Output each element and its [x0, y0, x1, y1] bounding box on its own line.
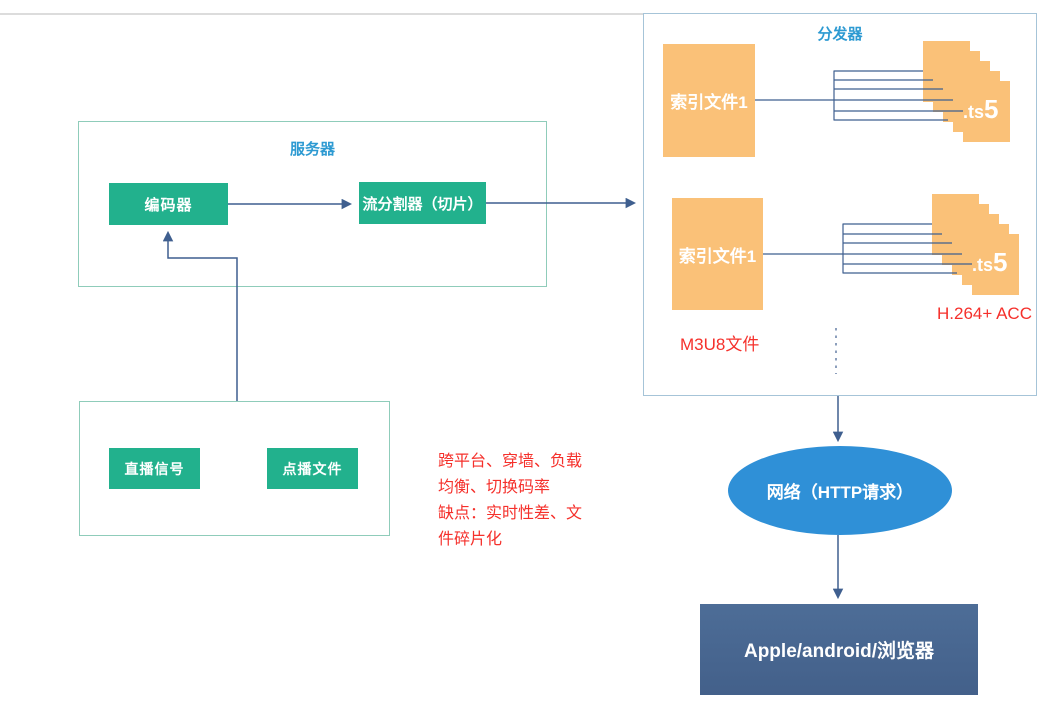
vod-file-node: 点播文件 — [267, 448, 358, 489]
top-divider-line — [0, 13, 643, 15]
note-line: 跨平台、穿墙、负载 — [438, 453, 583, 470]
ts-prefix: .ts — [963, 102, 985, 122]
ts-segment-card — [972, 234, 1019, 295]
stream-splitter-node: 流分割器（切片） — [359, 182, 486, 224]
encoder-node: 编码器 — [109, 183, 228, 225]
client-box: Apple/android/浏览器 — [700, 604, 978, 695]
server-group-title: 服务器 — [289, 141, 335, 158]
note-line: 均衡、切换码率 — [438, 479, 551, 496]
distributor-group-title: 分发器 — [817, 26, 863, 43]
ts-count: 5 — [984, 94, 999, 124]
ts-file-label-row2: .ts5 — [972, 247, 1007, 278]
ts-file-label-row1: .ts5 — [963, 94, 998, 125]
ts-prefix: .ts — [972, 255, 994, 275]
network-ellipse: 网络（HTTP请求） — [728, 446, 952, 535]
source-group-box — [79, 401, 390, 536]
note-line: 件碎片化 — [438, 531, 503, 548]
ts-count: 5 — [993, 247, 1008, 277]
server-group-box: 服务器 — [78, 121, 547, 287]
index-file-box-row2: 索引文件1 — [672, 198, 763, 310]
live-signal-node: 直播信号 — [109, 448, 200, 489]
pros-cons-note: 跨平台、穿墙、负载 均衡、切换码率 缺点：实时性差、文 件碎片化 — [438, 449, 628, 553]
index-file-box-row1: 索引文件1 — [663, 44, 755, 157]
codec-label: H.264+ ACC — [937, 304, 1032, 323]
distributor-group-box: 分发器 — [643, 13, 1037, 396]
note-line: 缺点：实时性差、文 — [438, 505, 583, 522]
ts-segment-card — [963, 81, 1010, 142]
m3u8-label: M3U8文件 — [680, 335, 760, 354]
